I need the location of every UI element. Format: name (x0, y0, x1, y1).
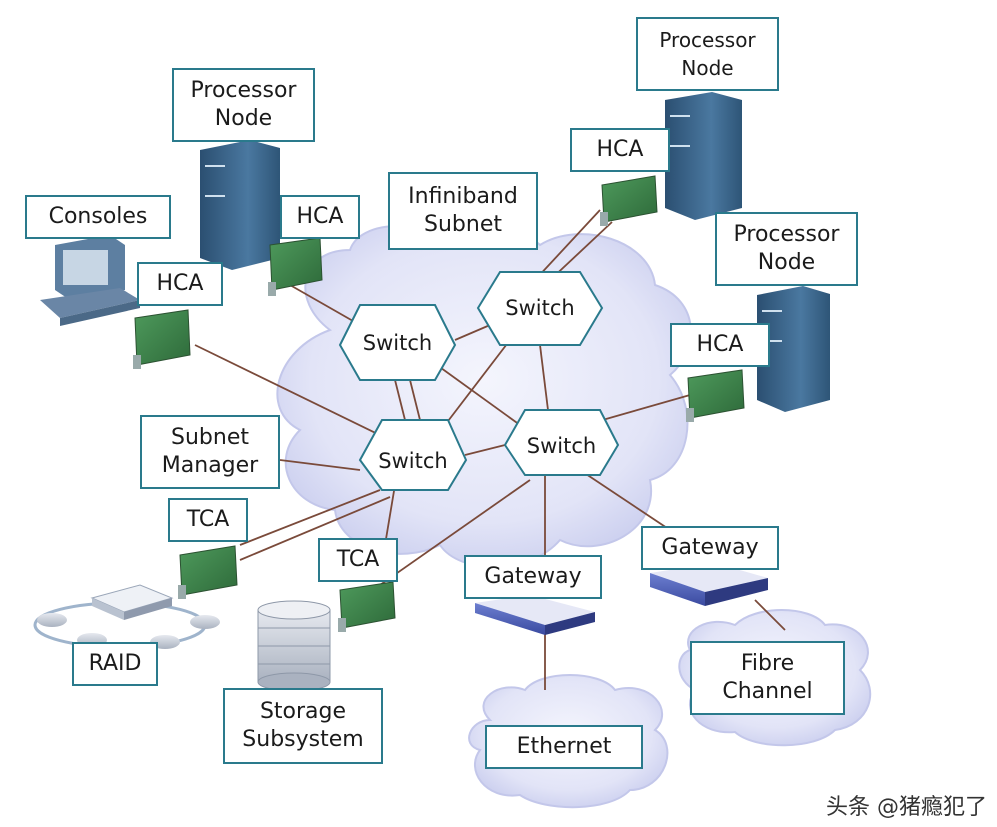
hca-label-top-right: HCA (570, 128, 670, 172)
storage-subsystem-label: Storage Subsystem (223, 688, 383, 764)
switch-label-d: Switch (526, 434, 597, 458)
gateway-device-right (650, 563, 768, 606)
switch-hex-d (503, 409, 620, 476)
console-computer (40, 235, 140, 326)
processor-node-label-top-right: Processor Node (636, 17, 779, 91)
switch-label-a: Switch (362, 331, 433, 355)
card-hca-right (686, 369, 745, 422)
processor-node-label-right: Processor Node (715, 212, 858, 286)
server-right (757, 286, 830, 412)
card-tca-left (178, 545, 238, 599)
tca-label-center: TCA (318, 538, 398, 582)
card-hca-top-right (600, 175, 658, 226)
raid-label: RAID (72, 642, 158, 686)
gateway-label-center: Gateway (464, 555, 602, 599)
server-top-right (665, 92, 742, 220)
switch-label-c: Switch (378, 449, 448, 473)
switch-hex-c (358, 419, 468, 491)
switch-hex-a (338, 304, 457, 381)
fibre-channel-label: Fibre Channel (690, 641, 845, 715)
hca-label-left-lower: HCA (137, 262, 223, 306)
storage-cylinders (257, 600, 331, 692)
watermark-text: 头条 @猪瘾犯了 (826, 795, 987, 820)
card-hca-left-lower (133, 309, 191, 369)
card-tca-center (338, 581, 396, 632)
consoles-label: Consoles (25, 195, 171, 239)
server-left (200, 140, 280, 270)
gateway-device-center (475, 595, 595, 635)
gateway-label-right: Gateway (641, 526, 779, 570)
subnet-manager-label: Subnet Manager (140, 415, 280, 489)
switch-label-b: Switch (505, 296, 575, 320)
tca-label-left: TCA (168, 498, 248, 542)
infiniband-cloud (276, 225, 692, 568)
hca-label-left-upper: HCA (280, 195, 360, 239)
switch-hex-b (476, 271, 604, 346)
processor-node-label-left: Processor Node (172, 68, 315, 142)
raid-array (33, 584, 220, 649)
ethernet-label: Ethernet (485, 725, 643, 769)
infiniband-subnet-label: Infiniband Subnet (388, 172, 538, 250)
card-hca-left-upper (268, 237, 323, 296)
hca-label-right: HCA (670, 323, 770, 367)
